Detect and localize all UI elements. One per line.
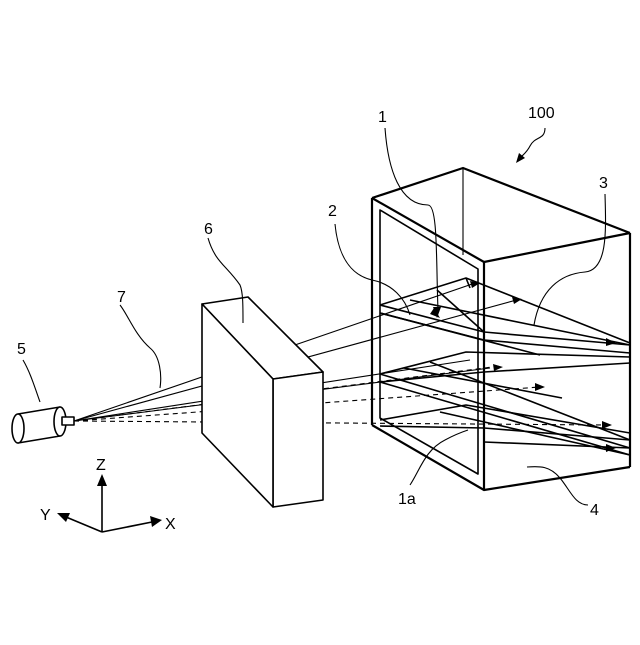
label-device: 100 — [528, 105, 555, 122]
label-7: 7 — [117, 289, 126, 306]
light-rays-dashed — [74, 366, 605, 425]
label-1a: 1a — [398, 491, 416, 508]
label-6: 6 — [204, 221, 213, 238]
lens-block — [202, 297, 323, 507]
label-1: 1 — [378, 109, 387, 126]
reflective-layers — [380, 278, 630, 455]
label-3: 3 — [599, 175, 608, 192]
coordinate-axes — [57, 474, 162, 532]
label-2: 2 — [328, 203, 337, 220]
axis-label-x: X — [165, 516, 176, 533]
label-4: 4 — [590, 502, 599, 519]
axis-label-z: Z — [96, 457, 106, 474]
label-5: 5 — [17, 341, 26, 358]
light-source — [12, 407, 74, 443]
axis-label-y: Y — [40, 507, 51, 524]
